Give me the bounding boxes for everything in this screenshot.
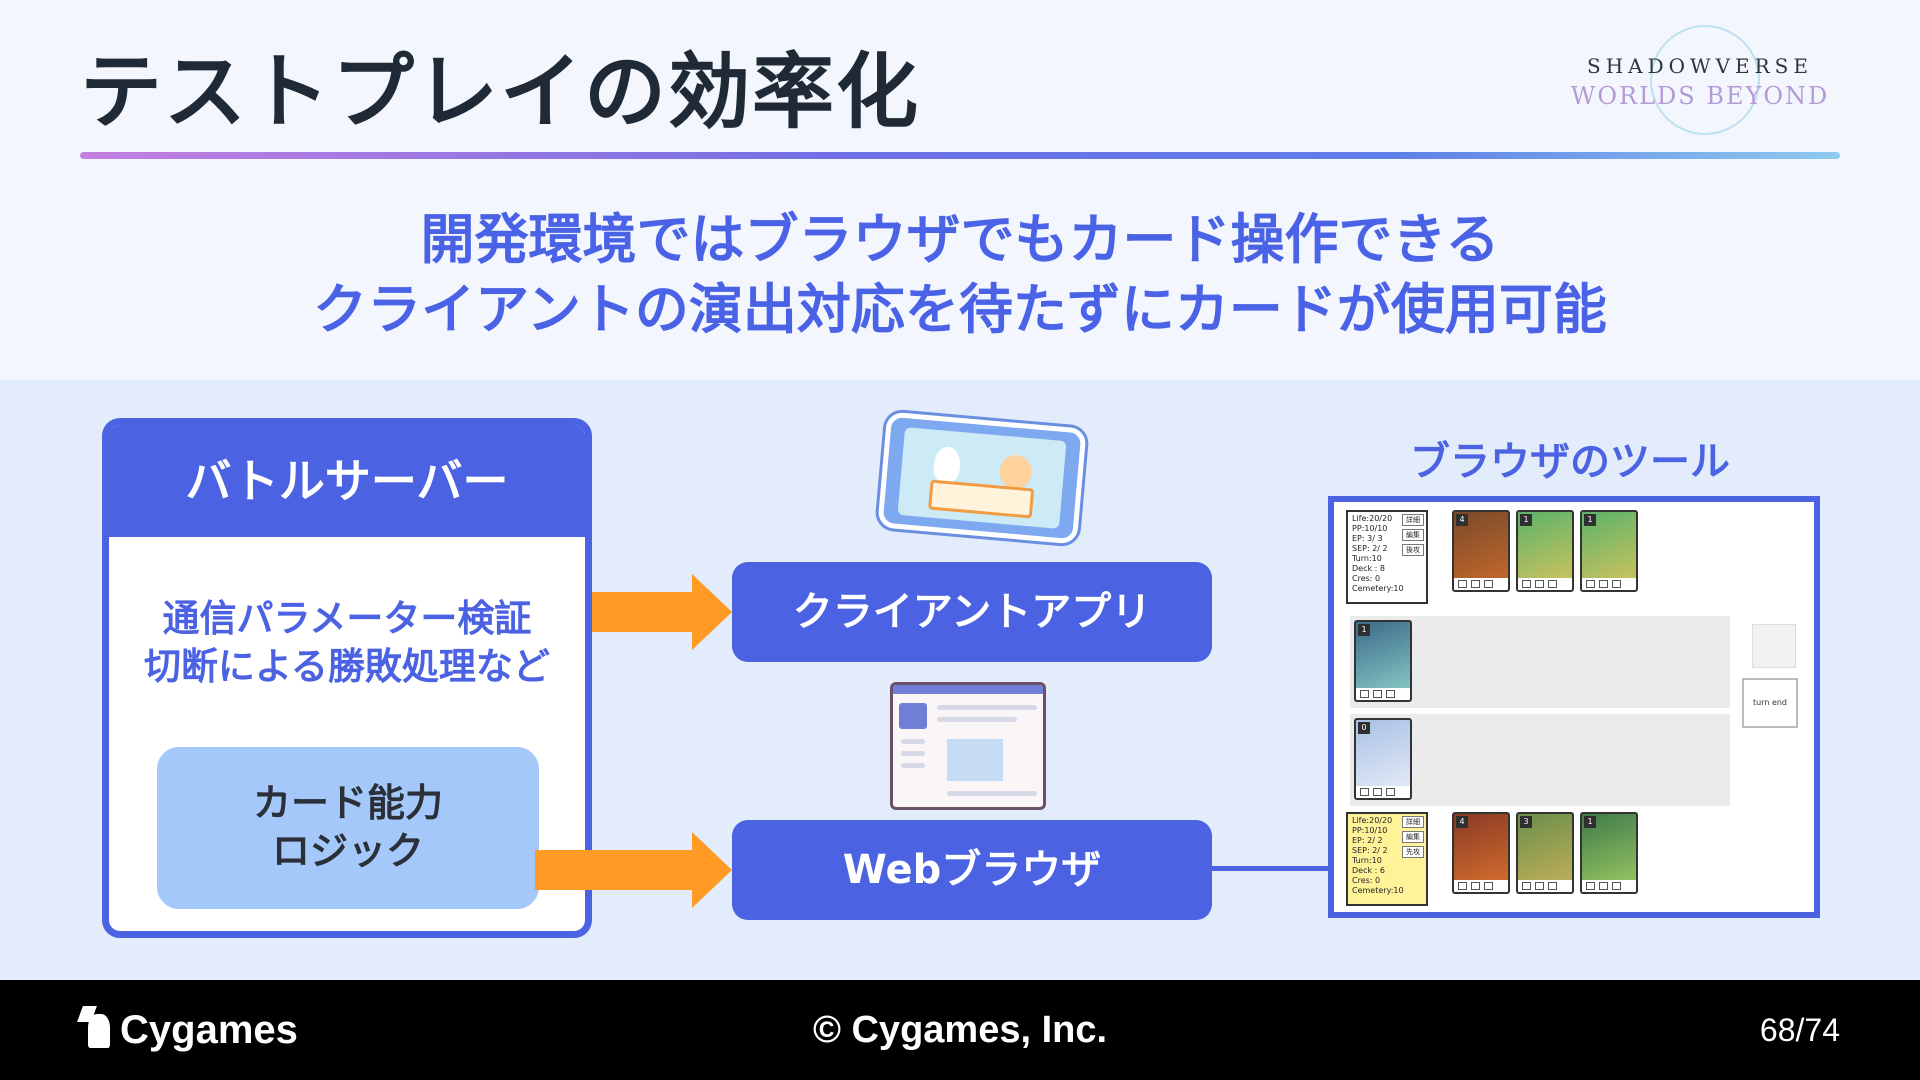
battle-server-title: バトルサーバー — [109, 425, 585, 537]
edit-button[interactable]: 編集 — [1402, 529, 1424, 541]
smartphone-illustration-icon — [877, 411, 1087, 545]
stat-cemetery: Cemetery:10 — [1352, 886, 1404, 895]
hand-card[interactable]: 4 — [1452, 812, 1510, 894]
shadowverse-logo: SHADOWVERSE WORLDS BEYOND — [1555, 20, 1845, 140]
edit-button[interactable]: 編集 — [1402, 831, 1424, 843]
subheading-line2: クライアントの演出対応を待たずにカードが使用可能 — [313, 278, 1607, 341]
stat-life: Life:20/20 — [1352, 514, 1393, 523]
stat-sep: SEP: 2/ 2 — [1352, 846, 1388, 855]
player-status-panel: Life:20/20 PP:10/10 EP: 2/ 2 SEP: 2/ 2 T… — [1346, 812, 1428, 906]
stat-cres: Cres: 0 — [1352, 876, 1381, 885]
logic-line1: カード能力 — [252, 781, 443, 825]
browser-tool-screenshot: Life:20/20 PP:10/10 EP: 3/ 3 SEP: 2/ 2 T… — [1328, 496, 1820, 918]
stat-deck: Deck : 8 — [1352, 564, 1385, 573]
page-title: テストプレイの効率化 — [80, 45, 921, 140]
logo-bottom-text: WORLDS BEYOND — [1570, 82, 1830, 110]
disabled-side-button — [1752, 624, 1796, 668]
stat-sep: SEP: 2/ 2 — [1352, 544, 1388, 553]
player-field-row — [1350, 714, 1730, 806]
detail-button[interactable]: 詳細 — [1402, 816, 1424, 828]
stat-cemetery: Cemetery:10 — [1352, 584, 1404, 593]
logo-emblem-icon — [1650, 25, 1760, 135]
stat-deck: Deck : 6 — [1352, 866, 1385, 875]
web-browser-box: Webブラウザ — [732, 820, 1212, 920]
hand-card[interactable]: 1 — [1580, 812, 1638, 894]
stat-turn: Turn:10 — [1352, 554, 1382, 563]
stat-ep: EP: 3/ 3 — [1352, 534, 1383, 543]
card-logic-box: カード能力 ロジック — [157, 747, 539, 909]
detail-button[interactable]: 詳細 — [1402, 514, 1424, 526]
browser-tool-label: ブラウザのツール — [1410, 439, 1730, 485]
stat-pp: PP:10/10 — [1352, 524, 1388, 533]
hand-card[interactable]: 3 — [1516, 812, 1574, 894]
opponent-field-row — [1350, 616, 1730, 708]
logo-top-text: SHADOWVERSE — [1587, 54, 1813, 78]
page-number: 68/74 — [1759, 1012, 1840, 1048]
battle-server-description: 通信パラメーター検証 切断による勝敗処理など — [109, 595, 585, 691]
copyright-text: © Cygames, Inc. — [812, 1009, 1108, 1051]
field-card[interactable]: 1 — [1354, 620, 1412, 702]
browser-illustration-icon — [890, 682, 1046, 810]
stat-life: Life:20/20 — [1352, 816, 1393, 825]
opponent-status-panel: Life:20/20 PP:10/10 EP: 3/ 3 SEP: 2/ 2 T… — [1346, 510, 1428, 604]
stat-pp: PP:10/10 — [1352, 826, 1388, 835]
hand-card[interactable]: 1 — [1580, 510, 1638, 592]
turn-order-label: 後攻 — [1402, 544, 1424, 556]
cygames-wordmark: Cygames — [120, 1007, 298, 1052]
title-underline — [80, 152, 1840, 159]
arrow-to-web-browser — [535, 832, 732, 908]
turn-order-label: 先攻 — [1402, 846, 1424, 858]
arrow-to-client-app — [592, 574, 732, 650]
subheading-line1: 開発環境ではブラウザでもカード操作できる — [420, 208, 1500, 271]
stat-ep: EP: 2/ 2 — [1352, 836, 1383, 845]
cygames-mark-icon — [77, 1006, 116, 1054]
field-card[interactable]: 0 — [1354, 718, 1412, 800]
footer: © Cygames, Inc. Cygames 68/74 — [0, 980, 1920, 1080]
stat-cres: Cres: 0 — [1352, 574, 1381, 583]
server-text-line1: 通信パラメーター検証 — [162, 597, 532, 640]
browser-tool-connector — [1212, 866, 1328, 871]
client-app-box: クライアントアプリ — [732, 562, 1212, 662]
turn-end-button[interactable]: turn end — [1742, 678, 1798, 728]
logic-line2: ロジック — [271, 829, 424, 873]
server-text-line2: 切断による勝敗処理など — [144, 645, 550, 688]
hand-card[interactable]: 1 — [1516, 510, 1574, 592]
cygames-logo: Cygames — [77, 1002, 298, 1058]
hand-card[interactable]: 4 — [1452, 510, 1510, 592]
stat-turn: Turn:10 — [1352, 856, 1382, 865]
battle-server-box: バトルサーバー 通信パラメーター検証 切断による勝敗処理など カード能力 ロジッ… — [102, 418, 592, 938]
